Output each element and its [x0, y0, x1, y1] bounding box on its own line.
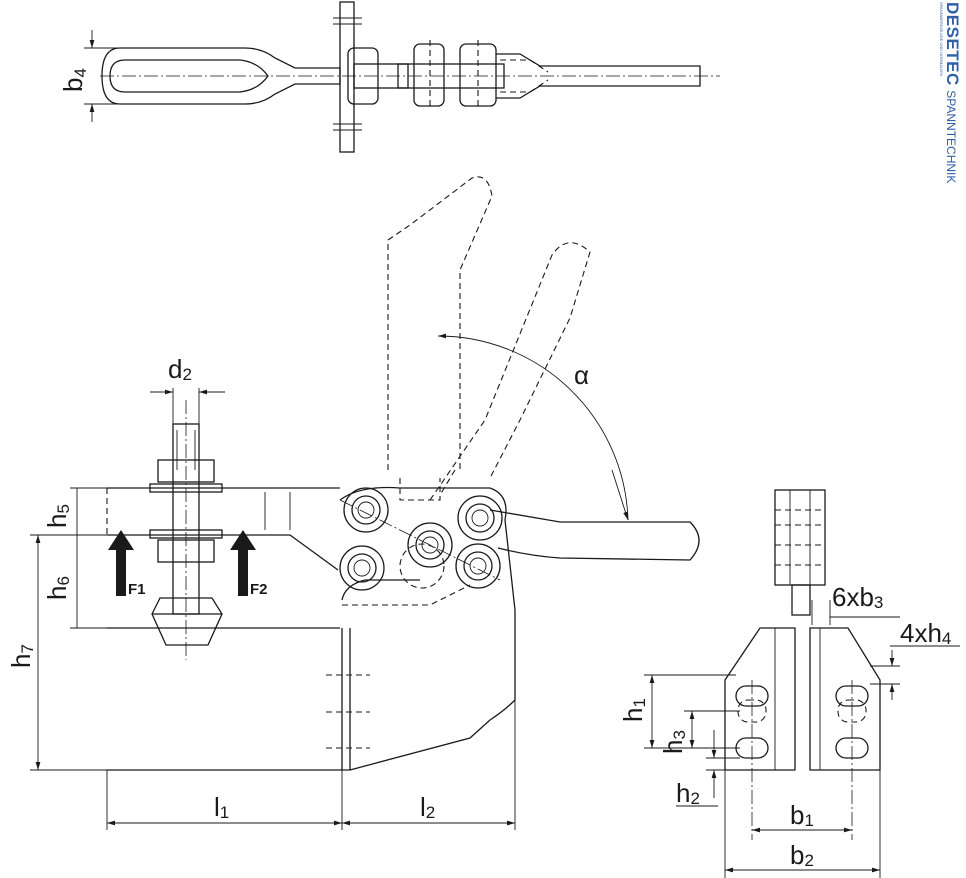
brand-name: DESETEC [943, 2, 962, 86]
label-b2: b2 [790, 840, 814, 870]
label-h2: h2 [676, 778, 700, 808]
brand-subtitle: SPANNTECHNIK [944, 90, 958, 184]
label-6xb3: 6xb3 [832, 582, 883, 612]
brand-logo: DESETEC SPANNTECHNIK SPANNWERKZEUGE UND … [934, 2, 966, 202]
top-view: b4 [58, 1, 720, 153]
label-b1: b1 [790, 800, 814, 830]
label-f2: F2 [250, 581, 268, 598]
label-h6: h6 [42, 576, 73, 600]
label-d2: d2 [168, 354, 192, 384]
label-b4: b4 [58, 68, 90, 92]
label-h7: h7 [6, 644, 37, 668]
label-alpha: α [574, 360, 589, 390]
front-view: 6xb3 4xh4 h1 h3 h2 b1 b2 [618, 489, 960, 878]
label-f1: F1 [128, 581, 146, 598]
side-view: F1 F2 α d2 h5 [6, 176, 700, 830]
label-l1: l1 [214, 792, 229, 822]
label-4xh4: 4xh4 [900, 618, 951, 648]
label-h3: h3 [658, 730, 689, 754]
label-h5: h5 [42, 504, 73, 528]
label-h1: h1 [618, 698, 649, 722]
label-l2: l2 [420, 792, 435, 822]
